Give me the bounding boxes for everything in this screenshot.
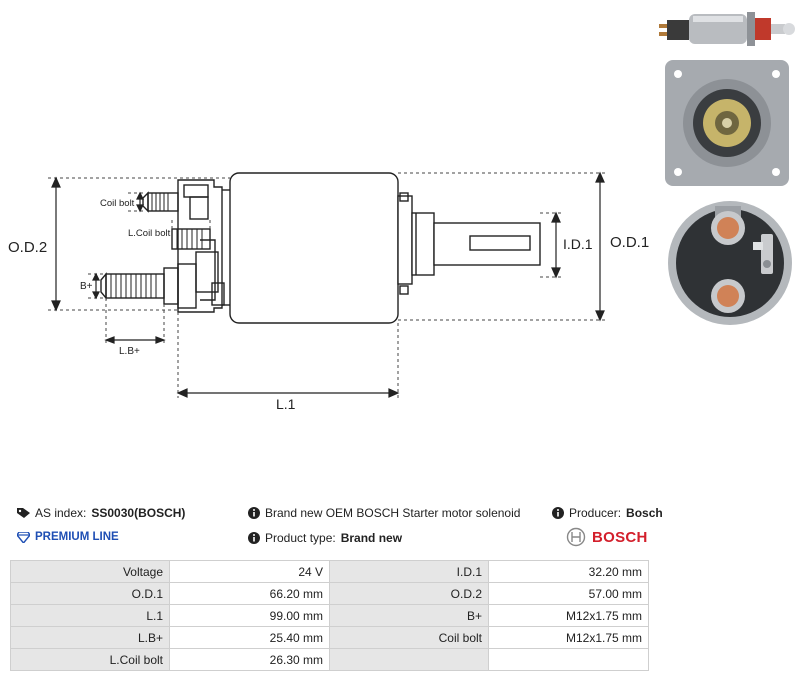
description: Brand new OEM BOSCH Starter motor soleno… (248, 506, 520, 520)
spec-label: L.Coil bolt (10, 648, 170, 671)
description-text: Brand new OEM BOSCH Starter motor soleno… (265, 506, 521, 520)
bosch-armature-icon (566, 527, 586, 547)
premium-line-label: PREMIUM LINE (35, 531, 119, 543)
premium-line: PREMIUM LINE (17, 531, 119, 543)
spec-value: 24 V (169, 560, 330, 583)
product-type: Product type: Brand new (248, 531, 402, 545)
spec-label: O.D.2 (329, 582, 489, 605)
table-row: Voltage 24 V I.D.1 32.20 mm (10, 560, 649, 583)
solenoid-terminal-photo (668, 201, 792, 325)
product-type-value: Brand new (340, 531, 403, 545)
spec-value: 25.40 mm (169, 626, 330, 649)
label-id1: I.D.1 (563, 236, 593, 252)
table-row: L.B+ 25.40 mm Coil bolt M12x1.75 mm (10, 626, 649, 649)
diamond-icon (17, 531, 30, 543)
spec-label: Voltage (10, 560, 170, 583)
info-icon (248, 532, 260, 544)
producer-label: Producer: (569, 506, 622, 520)
label-coil-bolt: Coil bolt (100, 198, 135, 209)
label-lb-plus: L.B+ (119, 346, 140, 357)
as-index-value: SS0030(BOSCH) (91, 506, 186, 520)
bosch-logo-text: BOSCH (592, 528, 648, 546)
spec-value: 26.30 mm (169, 648, 330, 671)
label-od2: O.D.2 (8, 239, 47, 256)
specs-table: Voltage 24 V I.D.1 32.20 mm O.D.1 66.20 … (10, 560, 649, 671)
spec-label: I.D.1 (329, 560, 489, 583)
producer-value: Bosch (626, 506, 663, 520)
table-row: L.1 99.00 mm B+ M12x1.75 mm (10, 604, 649, 627)
spec-value: 99.00 mm (169, 604, 330, 627)
label-l1: L.1 (276, 396, 296, 412)
spec-value: 32.20 mm (488, 560, 649, 583)
tag-icon (17, 508, 30, 518)
spec-label: B+ (329, 604, 489, 627)
spec-label (329, 648, 489, 671)
label-od1: O.D.1 (610, 234, 649, 251)
spec-value: 66.20 mm (169, 582, 330, 605)
product-type-label: Product type: (265, 531, 336, 545)
spec-label: L.B+ (10, 626, 170, 649)
info-icon (552, 507, 564, 519)
spec-value: 57.00 mm (488, 582, 649, 605)
spec-value (488, 648, 649, 671)
label-l-coil-bolt: L.Coil bolt (128, 228, 171, 239)
solenoid-front-photo (665, 60, 789, 186)
spec-label: O.D.1 (10, 582, 170, 605)
solenoid-technical-drawing: O.D.2 O.D.1 I.D.1 L.1 Coil bolt L.Coil b… (8, 171, 649, 412)
solenoid-side-photo (659, 12, 795, 46)
producer: Producer: Bosch (552, 506, 663, 520)
spec-value: M12x1.75 mm (488, 604, 649, 627)
table-row: L.Coil bolt 26.30 mm (10, 648, 649, 671)
label-b-plus: B+ (80, 281, 93, 292)
bosch-logo: BOSCH (566, 527, 648, 547)
info-icon (248, 507, 260, 519)
table-row: O.D.1 66.20 mm O.D.2 57.00 mm (10, 582, 649, 605)
spec-value: M12x1.75 mm (488, 626, 649, 649)
spec-label: Coil bolt (329, 626, 489, 649)
as-index: AS index: SS0030(BOSCH) (17, 506, 185, 520)
as-index-label: AS index: (35, 506, 87, 520)
spec-label: L.1 (10, 604, 170, 627)
